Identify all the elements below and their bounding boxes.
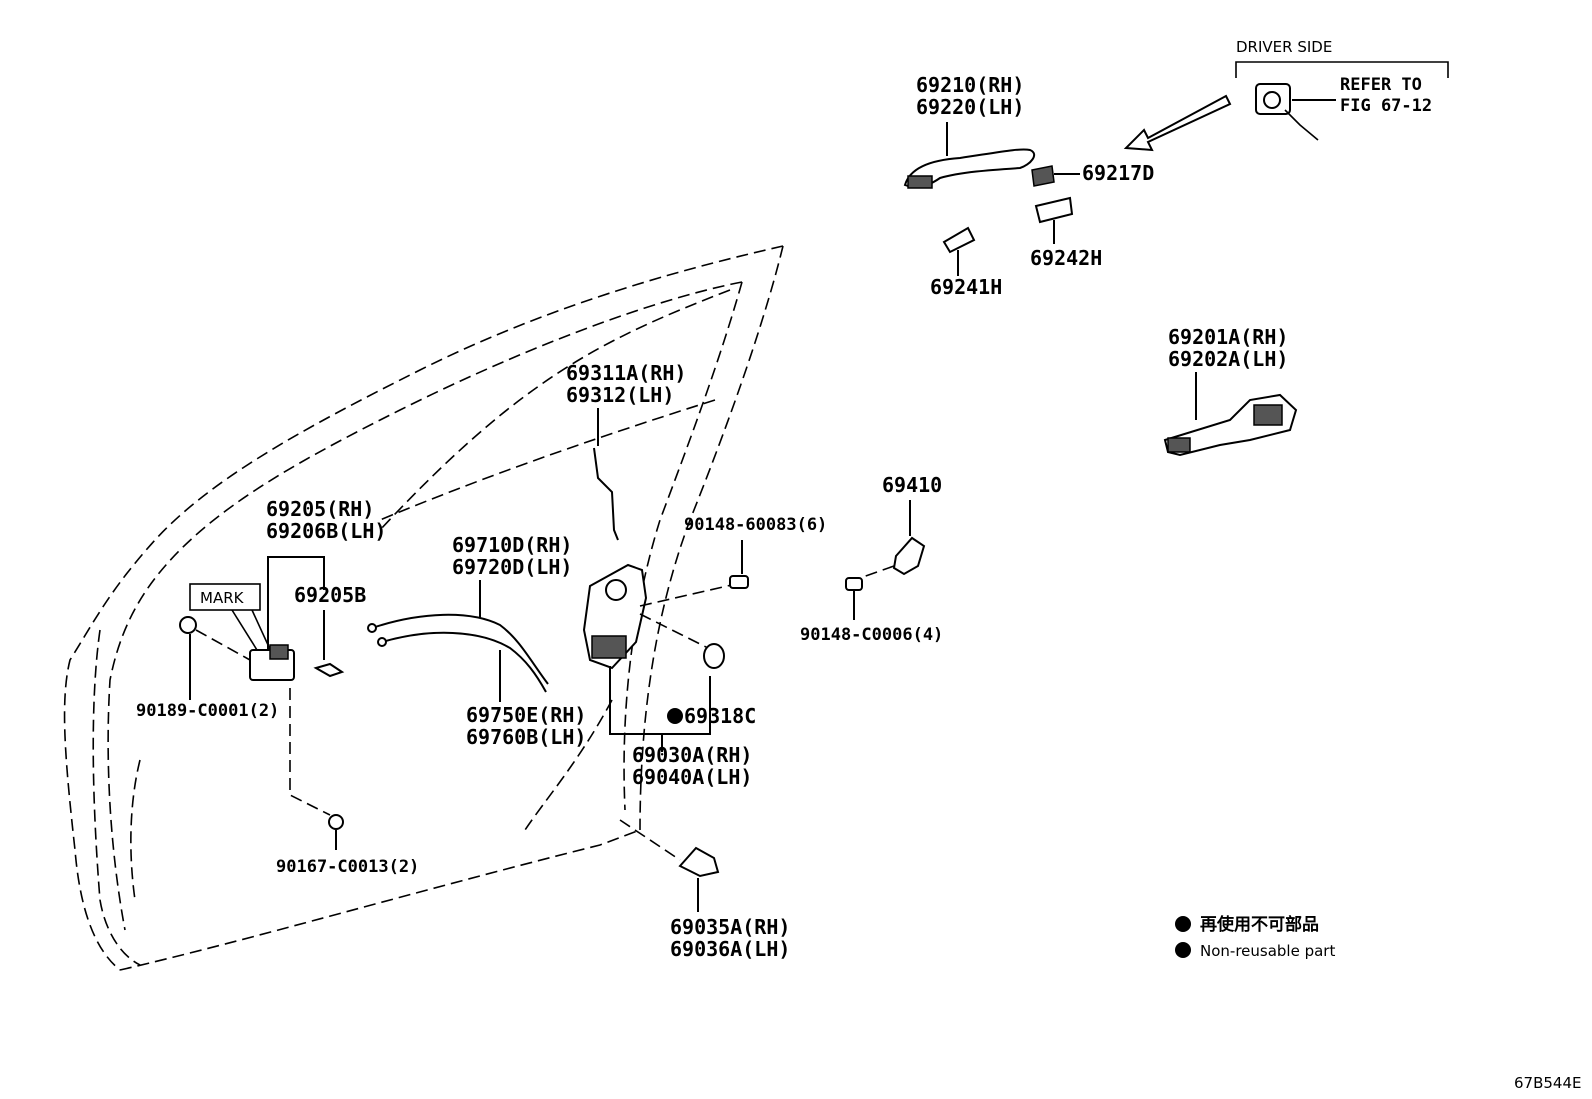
- reference-arrow: [1123, 94, 1232, 152]
- label-69760B: 69760B(LH): [466, 725, 586, 749]
- label-69030A: 69030A(RH): [632, 743, 752, 767]
- legend-bullet-jp: [1175, 916, 1191, 932]
- driver-side-bracket: DRIVER SIDE REFER TO FIG 67-12: [1235, 38, 1449, 116]
- outside-handle-icon: [903, 122, 1036, 189]
- label-69710D: 69710D(RH): [452, 533, 572, 557]
- lock-cable-icon: [367, 580, 549, 702]
- screw-small-icon: [845, 577, 863, 620]
- door-check-icon: [249, 644, 345, 681]
- screw-icon: [729, 540, 749, 589]
- label-69242H: 69242H: [1030, 246, 1102, 270]
- label-69205: 69205(RH): [266, 497, 374, 521]
- label-69311A: 69311A(RH): [566, 361, 686, 385]
- seal-ring-icon: [703, 643, 725, 669]
- label-69035A: 69035A(RH): [670, 915, 790, 939]
- label-69410: 69410: [882, 473, 942, 497]
- lock-bracket-icon: [619, 819, 720, 912]
- mark-box: MARK: [189, 583, 275, 659]
- bolt-icon: [289, 688, 344, 850]
- figure-id: 67B544E: [1514, 1074, 1582, 1092]
- door-outline: [63, 245, 784, 971]
- label-90148-C0006: 90148-C0006(4): [800, 625, 943, 645]
- handle-frame-icon: [1163, 372, 1298, 457]
- label-69205B: 69205B: [294, 583, 366, 607]
- key-cylinder-icon: [1255, 83, 1336, 141]
- clip-icon: [179, 616, 251, 700]
- label-69318C: 69318C: [684, 704, 756, 728]
- legend: 再使用不可部品 Non-reusable part: [1175, 914, 1335, 960]
- label-90148-60083: 90148-60083(6): [684, 515, 827, 535]
- door-lock-assembly-icon: [582, 563, 737, 670]
- legend-en: Non-reusable part: [1200, 942, 1335, 960]
- label-69750E: 69750E(RH): [466, 703, 586, 727]
- label-69206B: 69206B(LH): [266, 519, 386, 543]
- label-90167: 90167-C0013(2): [276, 857, 419, 877]
- handle-cap-icon: [1031, 165, 1080, 187]
- label-69036A: 69036A(LH): [670, 937, 790, 961]
- legend-jp: 再使用不可部品: [1200, 914, 1319, 935]
- label-69720D: 69720D(LH): [452, 555, 572, 579]
- label-69217D: 69217D: [1082, 161, 1154, 185]
- lock-rod-icon: [593, 408, 619, 541]
- legend-bullet-en: [1175, 942, 1191, 958]
- label-69220: 69220(LH): [916, 95, 1024, 119]
- refer-to-label: REFER TO: [1340, 75, 1422, 95]
- label-90189: 90189-C0001(2): [136, 701, 279, 721]
- label-69312: 69312(LH): [566, 383, 674, 407]
- label-69040A: 69040A(LH): [632, 765, 752, 789]
- label-69210: 69210(RH): [916, 73, 1024, 97]
- lock-leader: [609, 666, 711, 752]
- label-69241H: 69241H: [930, 275, 1002, 299]
- driver-side-label: DRIVER SIDE: [1236, 38, 1332, 56]
- non-reusable-marker: [667, 708, 683, 724]
- handle-pad-rear-icon: [1034, 196, 1074, 244]
- label-69202A: 69202A(LH): [1168, 347, 1288, 371]
- handle-pad-front-icon: [942, 226, 976, 276]
- striker-bracket-leader: [267, 556, 325, 652]
- latch-bracket-icon: [859, 500, 926, 579]
- fig-ref-label: FIG 67-12: [1340, 96, 1432, 116]
- mark-label: MARK: [200, 589, 245, 607]
- label-69201A: 69201A(RH): [1168, 325, 1288, 349]
